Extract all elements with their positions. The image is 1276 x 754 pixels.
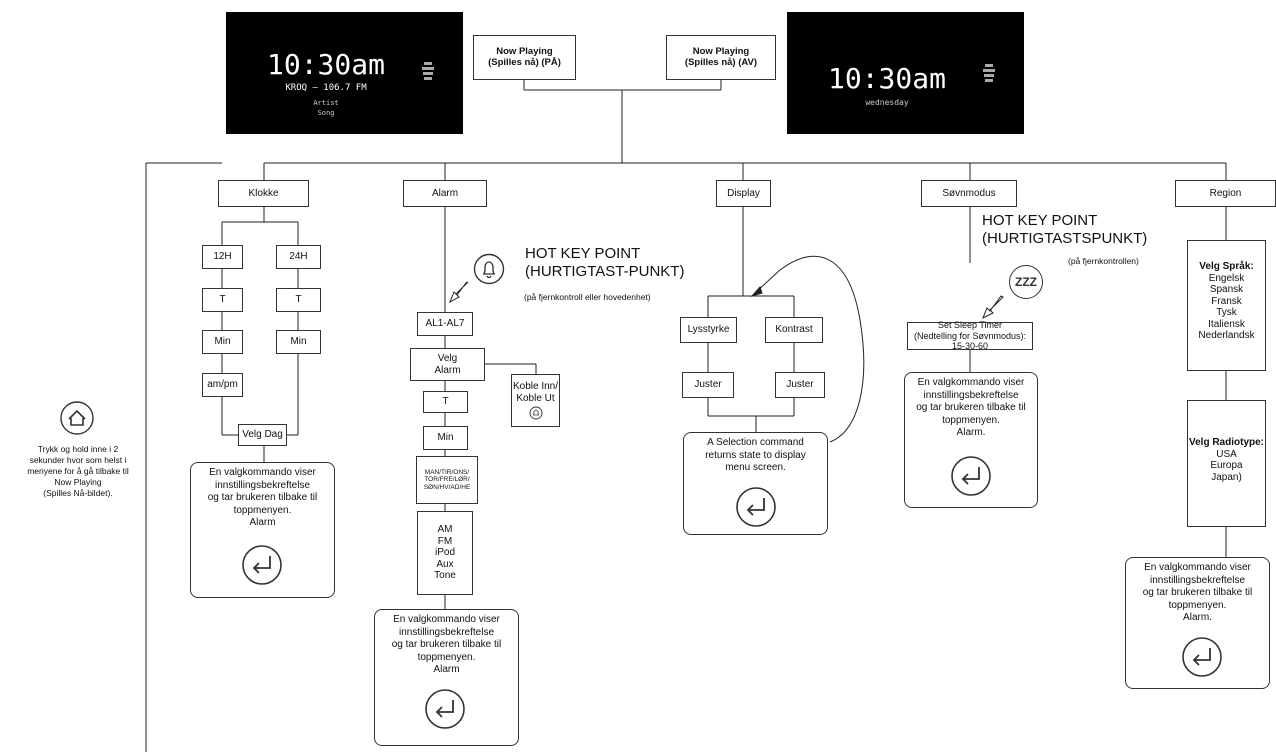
alarm-hotkey-title: HOT KEY POINT (HURTIGTAST-PUNKT) [525,245,685,280]
bell-icon [473,253,505,285]
alarm-sources: AM FM iPod Aux Tone [417,511,473,595]
alarm-koble-box: Koble Inn/ Koble Ut [511,374,560,427]
alarm-confirm-text: En valgkommando viser innstillingsbekref… [391,614,502,675]
klokke-min-12: Min [202,330,243,354]
display-juster-2: Juster [775,372,825,398]
klokke-12h: 12H [202,245,243,269]
menu-region: Region [1175,180,1276,207]
screen-song: Song [317,109,335,117]
sovn-hotkey-note: (på fjernkontrollen) [1068,256,1139,266]
screen-station: KROQ – 106.7 FM [285,83,367,93]
return-icon [242,545,282,585]
klokke-t-12: T [202,288,243,312]
return-icon [1182,637,1222,677]
alarm-koble-text: Koble Inn/ Koble Ut [512,381,559,404]
sovn-set-sleep-timer: Set Sleep Timer (Nedtelling for Søvnmodu… [907,320,1033,351]
alarm-al1-al7: AL1-AL7 [417,312,473,336]
klokke-t-24: T [276,288,321,312]
menu-sovnmodus: Søvnmodus [921,180,1017,207]
screen-time: 10:30am [266,48,385,81]
region-confirm-text: En valgkommando viser innstillingsbekref… [1142,562,1253,623]
bell-icon-small [529,406,542,420]
alarm-velg-alarm: Velg Alarm [410,348,485,381]
menu-alarm: Alarm [403,180,487,207]
return-icon [425,689,465,729]
signal-strength-icon [422,60,434,86]
klokke-confirm-box: En valgkommando viser innstillingsbekref… [190,462,335,598]
alarm-confirm-box: En valgkommando viser innstillingsbekref… [374,609,519,746]
klokke-velg-dag: Velg Dag [238,424,287,446]
alarm-min: Min [423,426,468,450]
alarm-hotkey-note: (på fjernkontroll eller hovedenhet) [524,292,651,302]
display-lysstyrke: Lysstyrke [680,317,737,343]
home-note: Trykk og hold inne i 2 sekunder hvor som… [27,444,129,499]
screen-artist: Artist [313,99,339,107]
alarm-days: MAN/TIR/ONS/ TOR/FRE/LØR/ SØN/HV/AD/HE [416,456,478,504]
region-radio-list: USA Europa Japan) [1210,448,1243,483]
home-icon [60,401,94,435]
klokke-confirm-text: En valgkommando viser innstillingsbekref… [207,467,318,528]
region-confirm-box: En valgkommando viser innstillingsbekref… [1125,557,1270,689]
menu-klokke: Klokke [218,180,309,207]
region-radio-title: Velg Radiotype: [1188,437,1264,448]
now-playing-on-box: Now Playing (Spilles nå) (PÅ) [473,35,576,80]
return-icon [736,487,776,527]
display-kontrast: Kontrast [765,317,823,343]
display-juster-1: Juster [682,372,734,398]
sovn-confirm-box: En valgkommando viser innstillingsbekref… [904,372,1038,508]
menu-display: Display [716,180,771,207]
klokke-24h: 24H [276,245,321,269]
display-confirm-box: A Selection command returns state to dis… [683,432,828,535]
return-icon [951,456,991,496]
display-confirm-text: A Selection command returns state to dis… [705,437,806,473]
alarm-t: T [423,391,468,413]
region-sprak-list: Engelsk Spansk Fransk Tysk Italiensk Ned… [1198,272,1255,342]
screen-day: wednesday [865,98,909,107]
screen-time: 10:30am [827,62,946,95]
sleep-zzz-icon: ZZZ [1009,265,1043,299]
klokke-min-24: Min [276,330,321,354]
sovn-hotkey-title: HOT KEY POINT (HURTIGTASTSPUNKT) [982,212,1148,247]
region-velg-radiotype: Velg Radiotype: USA Europa Japan) [1187,400,1266,527]
now-playing-screen-on: 10:30am KROQ – 106.7 FM Artist Song [226,12,463,134]
now-playing-off-box: Now Playing (Spilles nå) (AV) [666,35,776,80]
region-sprak-title: Velg Språk: [1199,261,1254,272]
region-velg-sprak: Velg Språk: Engelsk Spansk Fransk Tysk I… [1187,240,1266,371]
signal-strength-icon [983,62,995,88]
now-playing-screen-off: 10:30am wednesday [787,12,1024,134]
sovn-confirm-text: En valgkommando viser innstillingsbekref… [916,377,1026,438]
klokke-ampm: am/pm [202,373,243,397]
